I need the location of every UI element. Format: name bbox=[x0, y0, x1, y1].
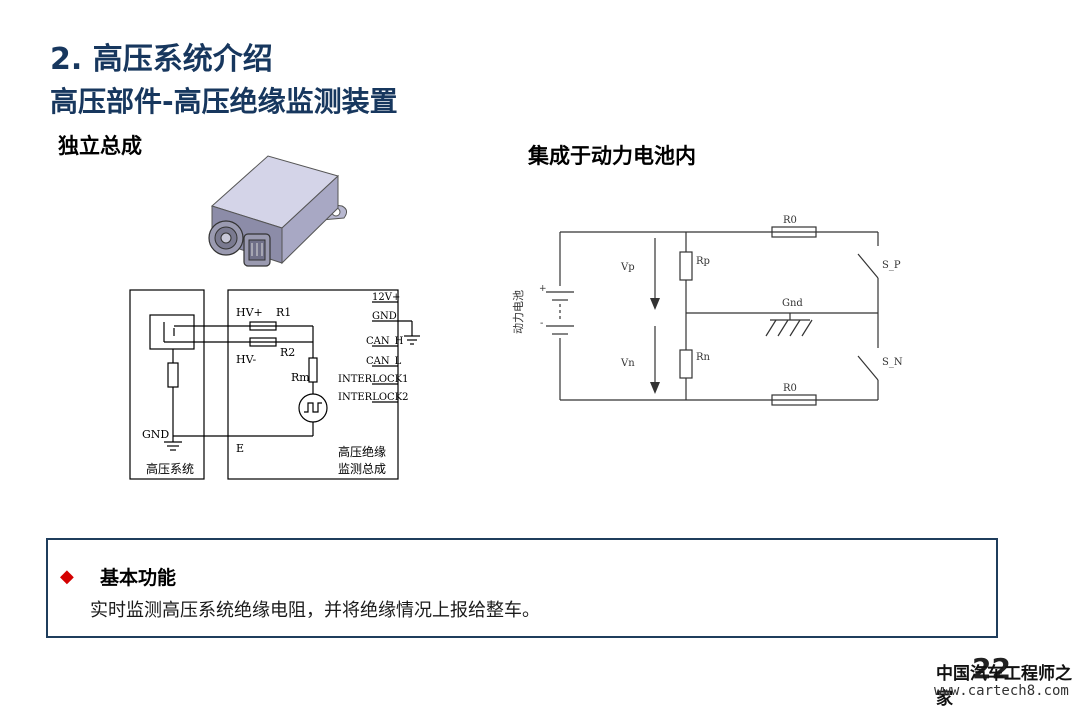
page-number: 22 bbox=[972, 652, 1011, 685]
pin-label: CAN_H bbox=[366, 336, 404, 347]
pin-label: INTERLOCK2 bbox=[338, 392, 409, 403]
bullet-diamond-icon: ◆ bbox=[60, 566, 74, 587]
label-hv-system: 高压系统 bbox=[146, 461, 194, 476]
function-box bbox=[46, 538, 998, 638]
label-vp: Vp bbox=[620, 262, 635, 273]
device-illustration bbox=[208, 155, 348, 267]
left-section-heading: 独立总成 bbox=[58, 134, 142, 158]
label-e: E bbox=[236, 442, 244, 455]
pin-label: 12V+ bbox=[372, 292, 400, 303]
label-hv-minus: HV- bbox=[236, 353, 257, 366]
page-title: 2. 高压系统介绍 bbox=[50, 42, 273, 77]
pin-label: GND bbox=[372, 311, 397, 322]
label-plus: + bbox=[539, 284, 547, 294]
label-hv-plus: HV+ bbox=[236, 306, 263, 319]
label-s-p: S_P bbox=[882, 260, 901, 271]
label-minus: - bbox=[540, 318, 543, 329]
integrated-schematic: + - 动力电池 Vp Vn Rp Rn R0 R0 Gnd S_P S_N bbox=[512, 215, 903, 406]
label-module-line2: 监测总成 bbox=[338, 462, 386, 476]
label-gnd: Gnd bbox=[782, 298, 803, 309]
label-vn: Vn bbox=[620, 358, 635, 369]
watermark-title: 中国汽车工程师之家 bbox=[936, 664, 1072, 709]
label-gnd: GND bbox=[142, 428, 169, 441]
label-module-line1: 高压绝缘 bbox=[338, 444, 386, 459]
label-r0-bottom: R0 bbox=[783, 383, 797, 394]
pin-label: CAN_L bbox=[366, 356, 402, 367]
function-heading: 基本功能 bbox=[100, 567, 177, 589]
watermark-url: www.cartech8.com bbox=[934, 683, 1069, 699]
page-subtitle: 高压部件-高压绝缘监测装置 bbox=[50, 85, 398, 118]
pin-label: INTERLOCK1 bbox=[338, 374, 409, 385]
right-section-heading: 集成于动力电池内 bbox=[528, 144, 696, 168]
label-rp: Rp bbox=[696, 256, 710, 267]
label-battery: 动力电池 bbox=[512, 290, 525, 334]
function-description: 实时监测高压系统绝缘电阻，并将绝缘情况上报给整车。 bbox=[90, 600, 540, 621]
label-r0-top: R0 bbox=[783, 215, 797, 226]
label-r1: R1 bbox=[276, 306, 291, 319]
label-s-n: S_N bbox=[882, 357, 903, 368]
label-rn: Rn bbox=[696, 352, 711, 363]
label-r2: R2 bbox=[280, 346, 295, 359]
label-rm: Rm bbox=[291, 371, 310, 384]
standalone-schematic: HV+ R1 R2 HV- Rm GND E 高压系统 高压绝缘 监测总成 12… bbox=[129, 289, 420, 480]
